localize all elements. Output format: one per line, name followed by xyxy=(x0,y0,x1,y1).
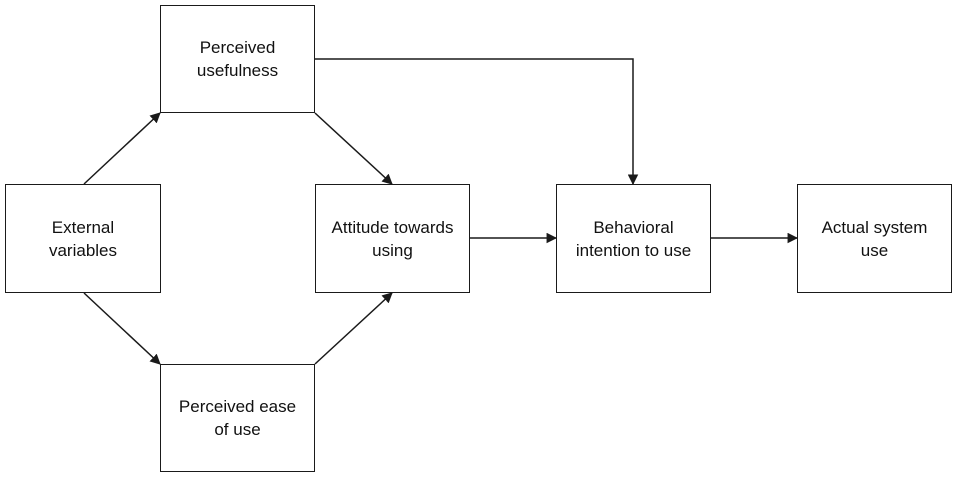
edge-ease-to-attitude xyxy=(314,292,393,365)
node-actual-system-use: Actual system use xyxy=(797,184,952,293)
node-attitude-towards-using: Attitude towards using xyxy=(315,184,470,293)
edge-external-to-ease xyxy=(83,292,161,365)
node-perceived-ease-of-use: Perceived ease of use xyxy=(160,364,315,472)
node-external-variables: External variables xyxy=(5,184,161,293)
node-perceived-usefulness: Perceived usefulness xyxy=(160,5,315,113)
node-label-attitude-towards-using: Attitude towards using xyxy=(331,217,454,260)
edge-external-to-usefulness xyxy=(83,112,161,185)
edge-usefulness-to-attitude xyxy=(314,112,393,185)
node-label-external-variables: External variables xyxy=(48,217,118,260)
node-behavioral-intention: Behavioral intention to use xyxy=(556,184,711,293)
edge-usefulness-to-intention xyxy=(315,58,639,186)
node-label-perceived-usefulness: Perceived usefulness xyxy=(196,38,279,80)
node-label-actual-system-use: Actual system use xyxy=(821,217,928,260)
node-label-perceived-ease-of-use: Perceived ease of use xyxy=(178,397,297,439)
node-label-behavioral-intention: Behavioral intention to use xyxy=(575,217,692,260)
